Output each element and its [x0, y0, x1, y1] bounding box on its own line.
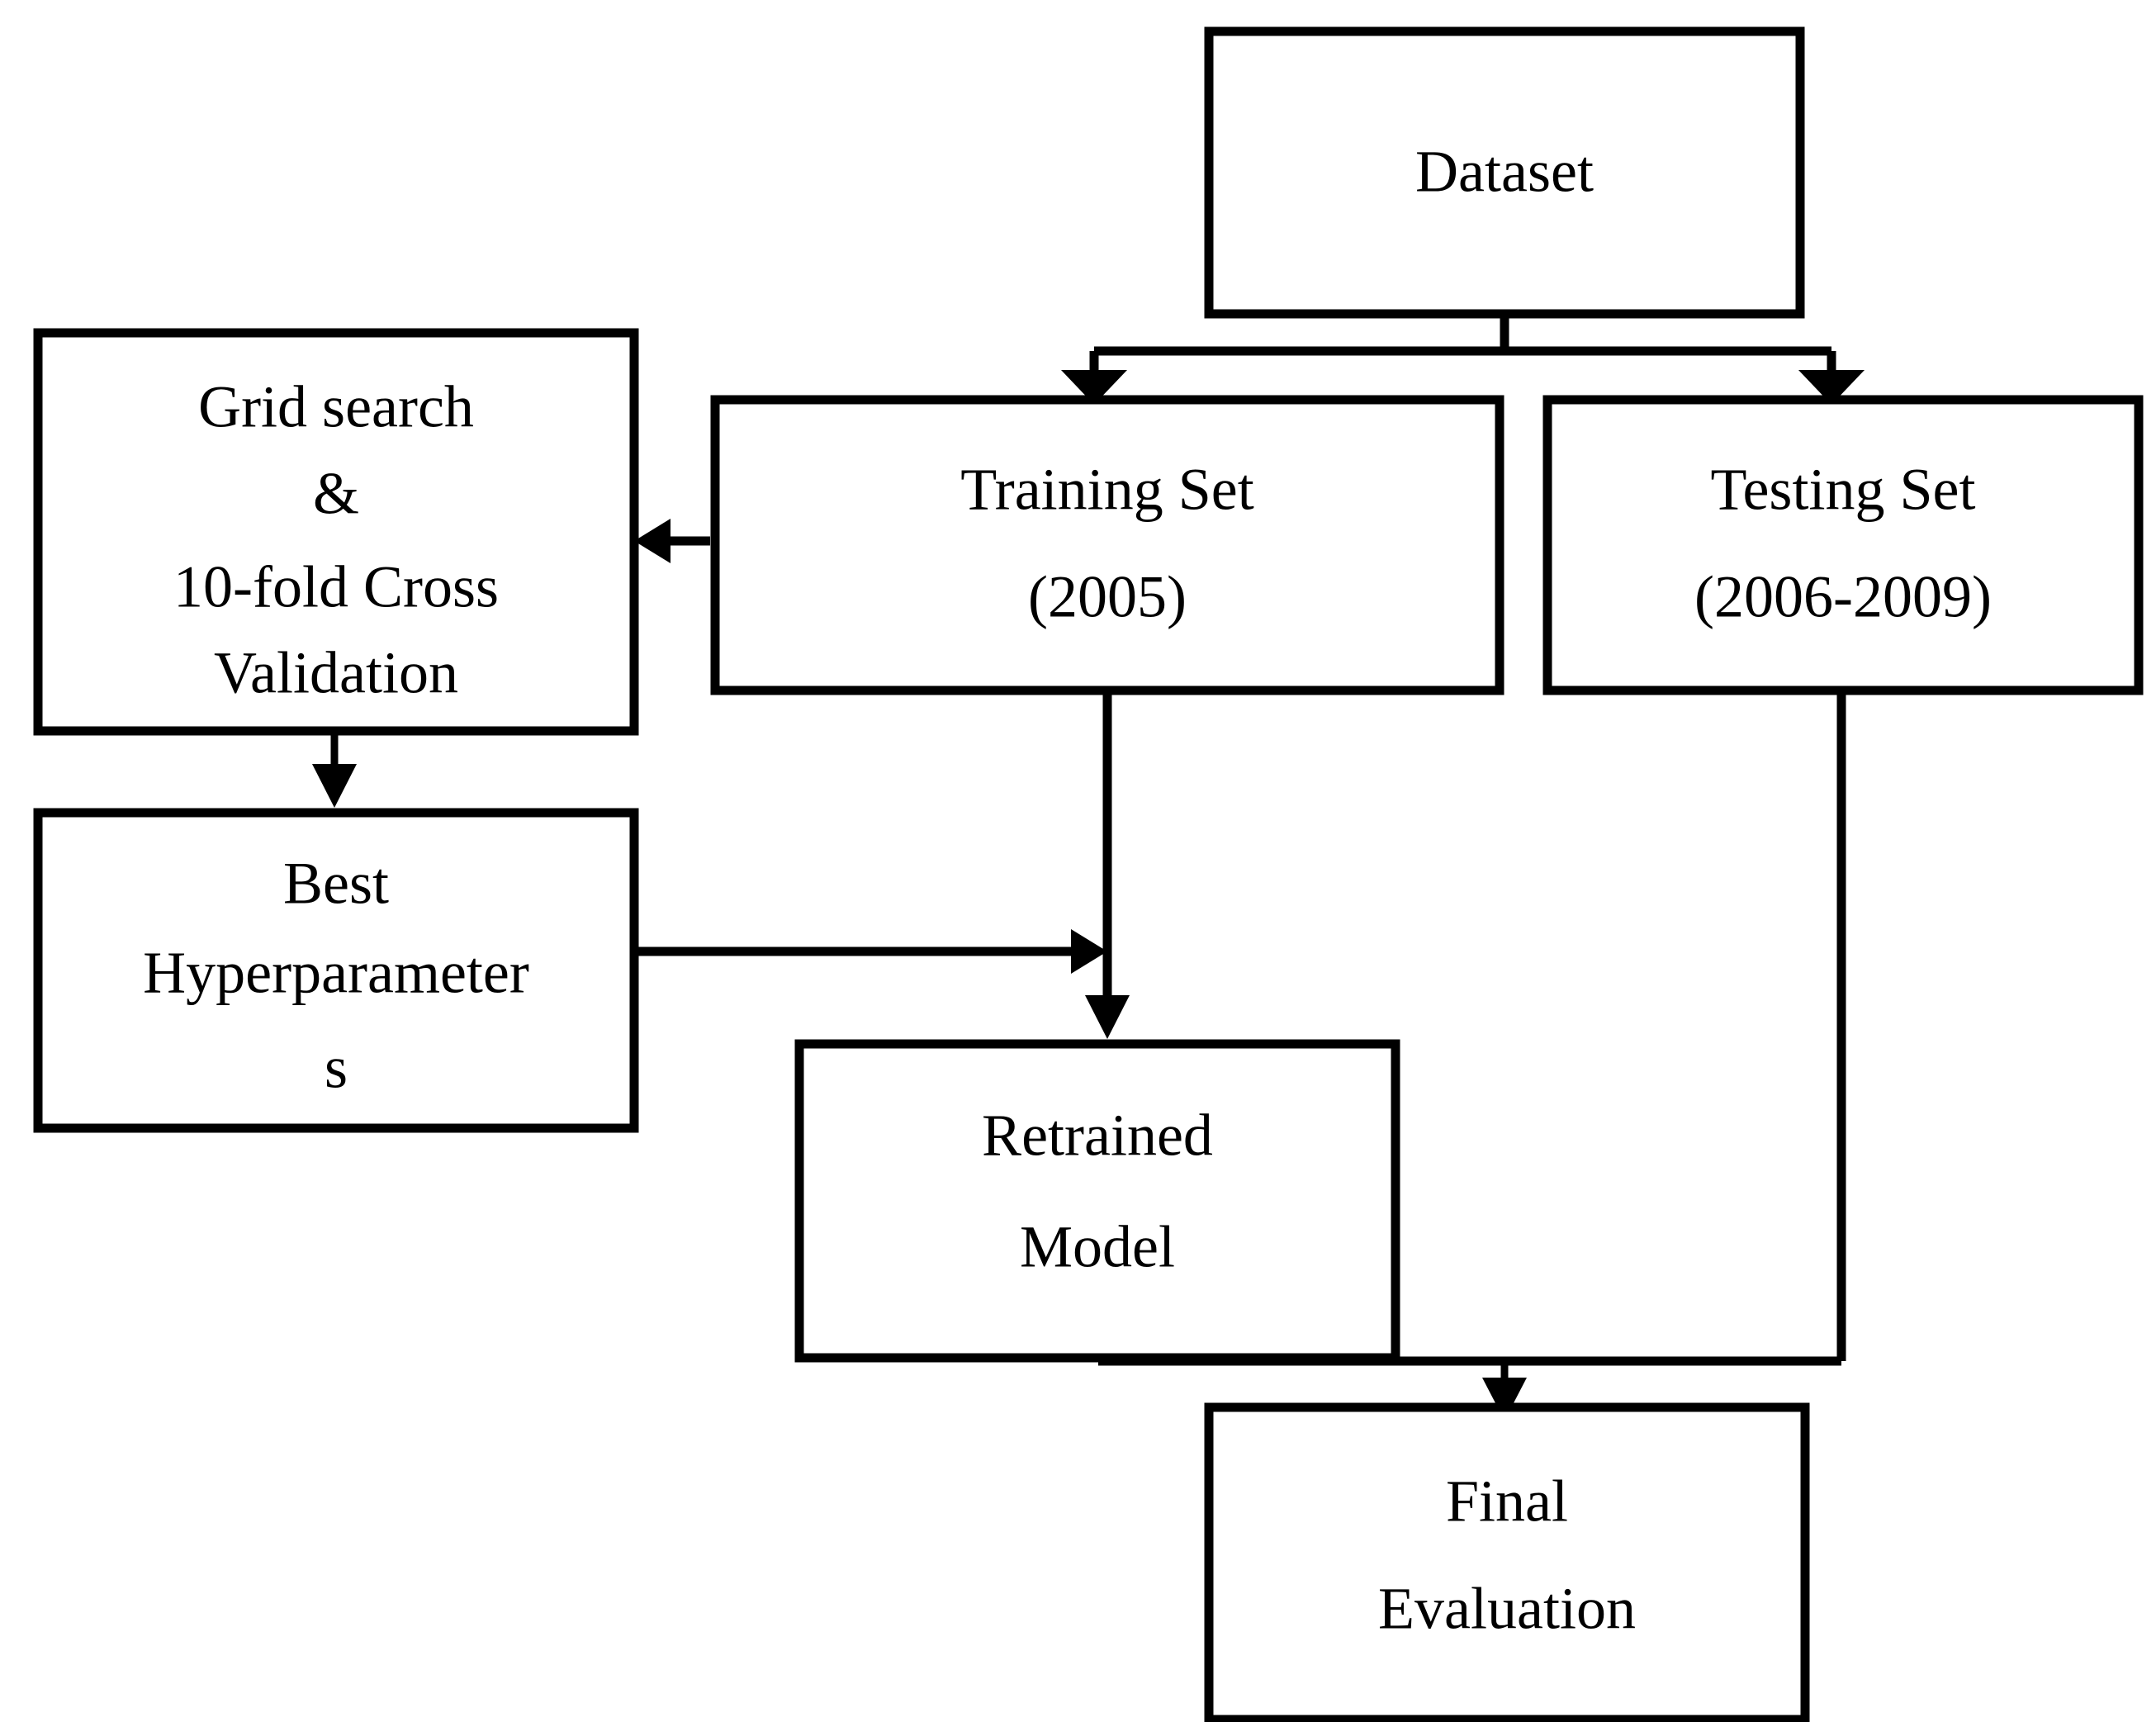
node-grid-search[interactable]: Grid search & 10-fold Cross Validation — [33, 328, 639, 736]
arrow-head-down-hyperparams — [312, 764, 357, 808]
node-training-set-label-line2: (2005) — [1028, 564, 1187, 630]
node-best-hyperparameters[interactable]: Best Hyperparameter s — [33, 808, 639, 1133]
node-testing-set[interactable]: Testing Set (2006-2009) — [1542, 395, 2144, 695]
arrow-head-down-training — [1061, 370, 1127, 405]
arrow-head-down-retrained — [1085, 995, 1130, 1039]
node-grid-search-label-line3: 10-fold Cross — [173, 554, 499, 620]
node-testing-set-label-line1: Testing Set — [1711, 457, 1976, 523]
arrow-head-left-gridsearch — [634, 519, 670, 563]
edge-gridsearch-to-hyperparams — [312, 735, 357, 808]
node-grid-search-box[interactable] — [33, 328, 639, 736]
node-retrained-model[interactable]: Retrained Model — [794, 1039, 1400, 1363]
node-dataset-label: Dataset — [1415, 139, 1594, 205]
node-training-set-box[interactable] — [710, 395, 1504, 695]
edge-hyperparams-to-retrained — [636, 929, 1107, 974]
edge-dataset-to-training-and-testing — [1061, 318, 1865, 405]
arrow-head-right-retrained — [1071, 929, 1107, 974]
node-final-evaluation-label-line1: Final — [1446, 1468, 1568, 1535]
edge-training-to-gridsearch — [634, 519, 710, 563]
node-retrained-model-label-line1: Retrained — [982, 1103, 1213, 1169]
node-retrained-model-box[interactable] — [794, 1039, 1400, 1363]
node-grid-search-label-line2: & — [313, 461, 359, 527]
node-final-evaluation[interactable]: Final Evaluation — [1204, 1402, 1810, 1722]
node-best-hyperparameters-label-line3: s — [325, 1035, 348, 1101]
edge-training-to-retrained — [1085, 694, 1130, 1039]
node-training-set-label-line1: Training Set — [960, 457, 1253, 523]
node-dataset-box[interactable] — [1204, 26, 1805, 319]
node-testing-set-box[interactable] — [1542, 395, 2144, 695]
node-testing-set-label-line2: (2006-2009) — [1694, 564, 1992, 630]
node-grid-search-label-line4: Validation — [214, 640, 458, 706]
edge-merge-to-final-arrow — [1482, 1361, 1527, 1421]
node-retrained-model-label-line2: Model — [1020, 1214, 1175, 1280]
node-training-set[interactable]: Training Set (2005) — [710, 395, 1504, 695]
arrow-head-down-testing — [1798, 370, 1865, 405]
node-final-evaluation-label-line2: Evaluation — [1378, 1576, 1636, 1642]
node-dataset[interactable]: Dataset — [1204, 26, 1805, 319]
node-grid-search-label-line1: Grid search — [198, 374, 474, 440]
arrow-head-down-final — [1482, 1378, 1527, 1421]
node-final-evaluation-box[interactable] — [1204, 1402, 1810, 1722]
node-best-hyperparameters-label-line1: Best — [283, 851, 389, 917]
node-best-hyperparameters-box[interactable] — [33, 808, 639, 1133]
node-best-hyperparameters-label-line2: Hyperparameter — [143, 940, 529, 1006]
